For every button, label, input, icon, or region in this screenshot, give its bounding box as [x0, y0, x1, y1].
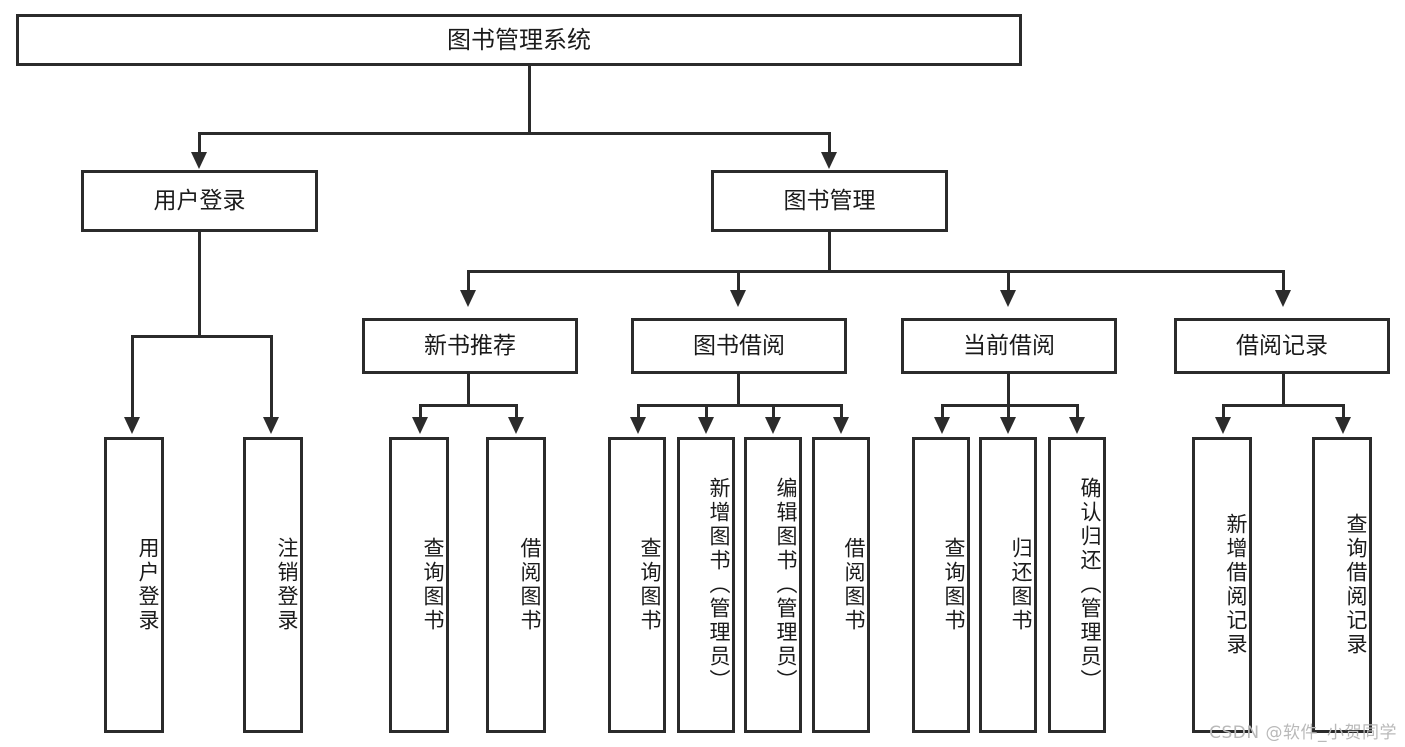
csdn-watermark: CSDN @软件_小贺同学: [1209, 723, 1397, 743]
edge-user-login-to-leaf1: [131, 335, 134, 419]
node-label: 注销登录: [275, 537, 299, 633]
edge-book-borrow-stem: [737, 374, 740, 406]
arrowhead-icon: [263, 417, 279, 434]
arrowhead-icon: [460, 290, 476, 307]
edge-new-book-to-leaf1: [419, 404, 422, 419]
leaf-current-borrow-query[interactable]: 查询图书: [912, 437, 970, 733]
edge-user-login-bus: [131, 335, 273, 338]
edge-to-new-book: [467, 270, 470, 292]
arrowhead-icon: [412, 417, 428, 434]
edge-book-borrow-to-leaf4: [840, 404, 843, 419]
arrowhead-icon: [821, 152, 837, 169]
arrowhead-icon: [124, 417, 140, 434]
node-label: 借阅图书: [518, 537, 542, 633]
node-label: 新增借阅记录: [1224, 513, 1248, 657]
edge-current-borrow-to-leaf1: [941, 404, 944, 419]
edge-root-to-user-login: [198, 132, 201, 154]
arrowhead-icon: [1335, 417, 1351, 434]
edge-current-borrow-stem: [1007, 374, 1010, 406]
arrowhead-icon: [1215, 417, 1231, 434]
arrowhead-icon: [934, 417, 950, 434]
leaf-logout[interactable]: 注销登录: [243, 437, 303, 733]
edge-user-login-stem: [198, 232, 201, 337]
edge-to-book-borrow: [737, 270, 740, 292]
arrowhead-icon: [508, 417, 524, 434]
node-label: 借阅图书: [842, 537, 866, 633]
edge-book-manage-bus: [467, 270, 1285, 273]
node-label: 新增图书（管理员）: [707, 477, 731, 693]
node-label: 新书推荐: [424, 332, 516, 359]
leaf-new-book-query[interactable]: 查询图书: [389, 437, 449, 733]
edge-new-book-bus: [419, 404, 518, 407]
node-label: 查询图书: [942, 537, 966, 633]
arrowhead-icon: [765, 417, 781, 434]
node-current-borrow[interactable]: 当前借阅: [901, 318, 1117, 374]
node-label: 编辑图书（管理员）: [774, 477, 798, 693]
edge-book-manage-stem: [828, 232, 831, 272]
edge-borrow-record-stem: [1282, 374, 1285, 406]
arrowhead-icon: [191, 152, 207, 169]
edge-root-stem: [528, 66, 531, 132]
node-book-borrow[interactable]: 图书借阅: [631, 318, 847, 374]
leaf-new-book-borrow[interactable]: 借阅图书: [486, 437, 546, 733]
arrowhead-icon: [730, 290, 746, 307]
edge-book-borrow-to-leaf3: [772, 404, 775, 419]
leaf-return-book[interactable]: 归还图书: [979, 437, 1037, 733]
node-label: 图书管理: [783, 187, 876, 214]
arrowhead-icon: [1000, 290, 1016, 307]
leaf-book-edit-admin[interactable]: 编辑图书（管理员）: [744, 437, 802, 733]
edge-to-borrow-record: [1282, 270, 1285, 292]
node-root-book-management-system[interactable]: 图书管理系统: [16, 14, 1022, 66]
edge-book-borrow-to-leaf2: [705, 404, 708, 419]
node-user-login[interactable]: 用户登录: [81, 170, 318, 232]
arrowhead-icon: [833, 417, 849, 434]
edge-current-borrow-to-leaf3: [1076, 404, 1079, 419]
node-label: 图书借阅: [693, 332, 785, 359]
arrowhead-icon: [1069, 417, 1085, 434]
edge-new-book-stem: [467, 374, 470, 406]
node-new-book-recommend[interactable]: 新书推荐: [362, 318, 578, 374]
arrowhead-icon: [1000, 417, 1016, 434]
leaf-confirm-return-admin[interactable]: 确认归还（管理员）: [1048, 437, 1106, 733]
leaf-query-borrow-record[interactable]: 查询借阅记录: [1312, 437, 1372, 733]
node-label: 当前借阅: [963, 332, 1055, 359]
edge-borrow-record-bus: [1222, 404, 1345, 407]
leaf-book-borrow-action[interactable]: 借阅图书: [812, 437, 870, 733]
node-label: 用户登录: [136, 537, 160, 633]
edge-book-borrow-bus: [637, 404, 840, 407]
node-label: 查询图书: [421, 537, 445, 633]
edge-new-book-to-leaf2: [515, 404, 518, 419]
leaf-add-borrow-record[interactable]: 新增借阅记录: [1192, 437, 1252, 733]
node-label: 归还图书: [1009, 537, 1033, 633]
edge-borrow-record-to-leaf2: [1342, 404, 1345, 419]
node-label: 确认归还（管理员）: [1078, 477, 1102, 693]
node-label: 借阅记录: [1236, 332, 1328, 359]
edge-user-login-to-leaf2: [270, 335, 273, 419]
edge-borrow-record-to-leaf1: [1222, 404, 1225, 419]
arrowhead-icon: [1275, 290, 1291, 307]
edge-to-current-borrow: [1007, 270, 1010, 292]
arrowhead-icon: [698, 417, 714, 434]
node-label: 图书管理系统: [447, 26, 591, 54]
leaf-book-add-admin[interactable]: 新增图书（管理员）: [677, 437, 735, 733]
edge-current-borrow-to-leaf2: [1007, 404, 1010, 419]
node-label: 用户登录: [153, 187, 246, 214]
arrowhead-icon: [630, 417, 646, 434]
node-label: 查询图书: [638, 537, 662, 633]
node-borrow-record[interactable]: 借阅记录: [1174, 318, 1390, 374]
node-label: 查询借阅记录: [1344, 513, 1368, 657]
edge-book-borrow-to-leaf1: [637, 404, 640, 419]
edge-root-bus: [198, 132, 831, 135]
leaf-book-borrow-query[interactable]: 查询图书: [608, 437, 666, 733]
node-book-management[interactable]: 图书管理: [711, 170, 948, 232]
edge-current-borrow-bus: [941, 404, 1079, 407]
leaf-user-login[interactable]: 用户登录: [104, 437, 164, 733]
edge-root-to-book-manage: [828, 132, 831, 154]
